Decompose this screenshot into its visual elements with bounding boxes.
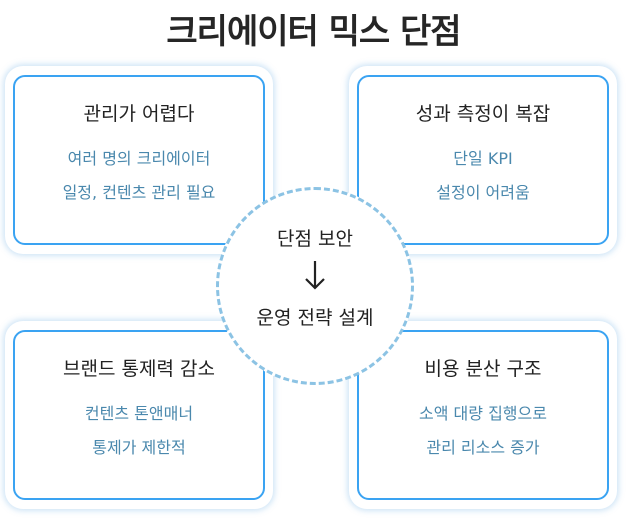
- card-title: 브랜드 통제력 감소: [63, 358, 215, 380]
- card-brand-control: 브랜드 통제력 감소 컨텐츠 톤앤매너 통제가 제한적: [5, 321, 273, 509]
- card-management: 관리가 어렵다 여러 명의 크리에이터 일정, 컨텐츠 관리 필요: [5, 66, 273, 254]
- card-measurement: 성과 측정이 복잡 단일 KPI 설정이 어려움: [349, 66, 617, 254]
- card-line: 관리 리소스 증가: [426, 438, 540, 457]
- center-bottom-text: 운영 전략 설계: [256, 307, 374, 329]
- card-title: 성과 측정이 복잡: [415, 103, 551, 125]
- card-line: 여러 명의 크리에이터: [67, 149, 211, 168]
- card-title: 관리가 어렵다: [83, 103, 195, 125]
- card-cost: 비용 분산 구조 소액 대량 집행으로 관리 리소스 증가: [349, 321, 617, 509]
- card-line: 통제가 제한적: [92, 438, 186, 457]
- card-title: 비용 분산 구조: [424, 358, 542, 380]
- card-line: 컨텐츠 톤앤매너: [84, 404, 194, 423]
- card-line: 설정이 어려움: [436, 183, 530, 202]
- center-top-text: 단점 보안: [277, 228, 353, 250]
- card-line: 단일 KPI: [453, 149, 513, 168]
- page-title: 크리에이터 믹스 단점: [166, 12, 461, 52]
- card-line: 일정, 컨텐츠 관리 필요: [62, 183, 216, 202]
- card-line: 소액 대량 집행으로: [419, 404, 547, 423]
- center-circle: 단점 보안 운영 전략 설계: [216, 187, 414, 385]
- arrow-down-icon: [305, 261, 325, 290]
